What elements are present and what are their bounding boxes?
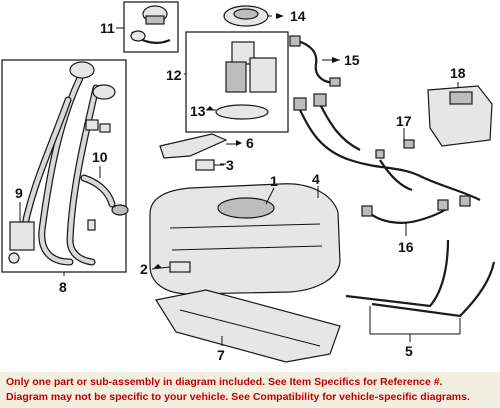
tank-straps-part — [345, 239, 496, 318]
lock-ring-part — [223, 5, 269, 27]
callout-labels: 1 2 3 4 5 6 7 8 9 10 11 12 13 14 15 16 1… — [15, 8, 466, 363]
callout-18: 18 — [450, 65, 466, 81]
callout-16: 16 — [398, 239, 414, 255]
callout-7: 7 — [217, 347, 225, 363]
callout-1: 1 — [270, 173, 278, 189]
callout-12: 12 — [166, 67, 182, 83]
callout-4: 4 — [312, 171, 320, 187]
callout-8: 8 — [59, 279, 67, 295]
callout-3: 3 — [226, 157, 234, 173]
callout-9: 9 — [15, 185, 23, 201]
side-pad-part — [169, 261, 191, 273]
parts-diagram: 1 2 3 4 5 6 7 8 9 10 11 12 13 14 15 16 1… — [1, 1, 496, 363]
callout-15: 15 — [344, 52, 360, 68]
callout-14: 14 — [290, 8, 306, 24]
callout-13: 13 — [190, 103, 206, 119]
fuel-cap-group — [123, 1, 179, 53]
callout-10: 10 — [92, 149, 108, 165]
callout-6: 6 — [246, 135, 254, 151]
evap-canister-part — [427, 85, 493, 147]
fuel-pump-group-box — [185, 31, 289, 133]
callout-arrows — [154, 13, 340, 268]
sub-harness-part — [361, 199, 449, 224]
callout-11: 11 — [100, 20, 115, 36]
callout-2: 2 — [140, 261, 148, 277]
callout-17: 17 — [396, 113, 412, 129]
disclaimer-line-2: Diagram may not be specific to your vehi… — [6, 391, 470, 403]
fuel-tank-part — [149, 183, 341, 295]
leader-lines — [19, 15, 461, 346]
disclaimer-line-1: Only one part or sub-assembly in diagram… — [6, 376, 443, 388]
filler-neck-assembly — [8, 61, 129, 266]
heat-shield-part — [159, 133, 228, 159]
pump-wiring-part — [289, 35, 341, 87]
pad-part — [195, 159, 215, 171]
filler-hose-part — [80, 174, 116, 208]
main-harness-part — [293, 93, 481, 207]
skid-plate-part — [155, 289, 341, 363]
disclaimer-banner: Only one part or sub-assembly in diagram… — [0, 372, 500, 408]
callout-5: 5 — [405, 343, 413, 359]
